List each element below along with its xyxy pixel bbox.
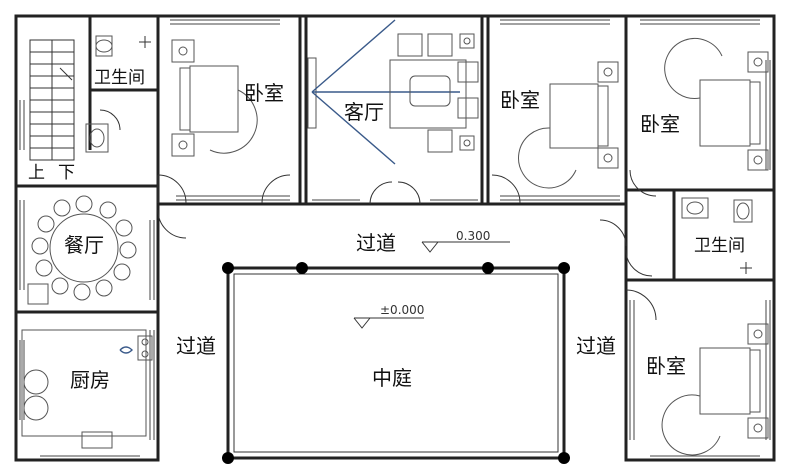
- windows: [19, 19, 771, 457]
- label-bathroom-left: 卫生间: [94, 68, 145, 88]
- bedroom-top-right-furniture: [664, 38, 769, 171]
- elevation-marker-corridor: 0.300: [421, 229, 510, 253]
- outer-walls: [14, 14, 776, 462]
- bathroom-left-fixtures: [85, 35, 151, 153]
- label-corridor-right: 过道: [576, 334, 616, 358]
- elevation-marker-courtyard: ±0.000: [353, 303, 424, 329]
- label-bedroom-top-middle: 卧室: [500, 88, 540, 112]
- elevation-courtyard: ±0.000: [380, 303, 424, 317]
- label-bedroom-top-right: 卧室: [640, 112, 680, 136]
- label-dining-room: 餐厅: [64, 233, 104, 257]
- label-kitchen: 厨房: [70, 368, 110, 392]
- living-room-furniture: [307, 19, 479, 165]
- label-bedroom-bottom-right: 卧室: [646, 354, 686, 378]
- label-courtyard: 中庭: [372, 366, 412, 390]
- room-labels: 卧室 客厅 卧室 卧室 卧室 卫生间 卫生间 餐厅 厨房 中庭 过道 过道 过道…: [28, 68, 745, 392]
- label-corridor-left: 过道: [176, 334, 216, 358]
- stairs: [29, 39, 75, 161]
- label-stairs-up: 上: [28, 163, 45, 183]
- kitchen-fixtures: [21, 329, 153, 449]
- bathroom-right-fixtures: [681, 197, 753, 274]
- label-stairs-down: 下: [58, 163, 75, 183]
- doors: [99, 109, 657, 321]
- interior-walls: [16, 16, 774, 314]
- bedroom-bottom-right-furniture: [661, 323, 769, 456]
- label-living-room: 客厅: [344, 100, 384, 124]
- elevation-corridor: 0.300: [456, 229, 490, 243]
- label-bathroom-right: 卫生间: [694, 236, 745, 256]
- bedroom-top-middle-furniture: [518, 61, 619, 189]
- label-bedroom-top-left: 卧室: [244, 81, 284, 105]
- label-corridor-top: 过道: [356, 231, 396, 255]
- dining-table: [27, 195, 137, 305]
- bedroom-top-left-furniture: [171, 39, 258, 157]
- courtyard: [222, 262, 570, 464]
